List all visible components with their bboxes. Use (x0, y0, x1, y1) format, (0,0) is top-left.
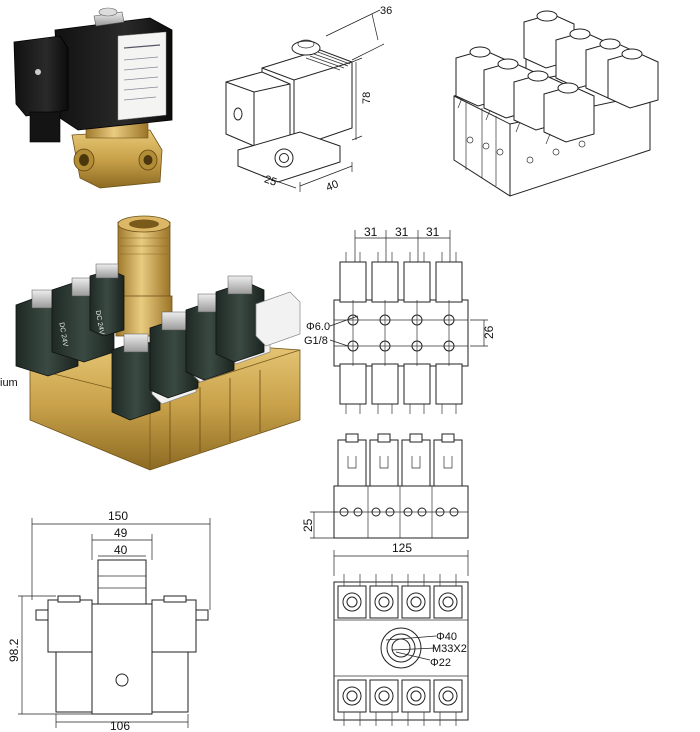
side-width-40: 40 (114, 543, 128, 557)
dim-25: 25 (263, 173, 279, 188)
left-edge-text: ium (0, 377, 18, 389)
pitch-1: 31 (364, 225, 378, 239)
photo-manifold-assembly: DC 24V DC 24V ium (0, 215, 301, 471)
pitch-3: 31 (426, 225, 440, 239)
row-gap: 26 (482, 325, 496, 339)
port-thread: G1/8 (304, 335, 328, 347)
center-thread: M33X2 (432, 643, 467, 655)
side-width-49: 49 (114, 526, 128, 540)
side-view-drawing: 150 49 40 98.2 106 (7, 509, 211, 732)
pitch-2: 31 (395, 225, 409, 239)
iso-single-valve-drawing: 36 78 40 25 (225, 5, 392, 194)
coil-label-1: DC 24V (57, 322, 68, 348)
bottom-view-drawing: 125 Φ40 M33X2 Φ (333, 541, 469, 726)
dim-36: 36 (380, 5, 392, 17)
front-view-drawing: 25 (301, 433, 469, 539)
side-width-106: 106 (110, 719, 130, 732)
coil-label-2: DC 24V (94, 310, 105, 336)
center-bore: Φ22 (430, 657, 451, 669)
photo-single-valve (13, 7, 173, 189)
dim-40: 40 (324, 178, 340, 194)
center-diameter: Φ40 (436, 631, 457, 643)
bottom-width: 125 (392, 541, 412, 555)
dim-78: 78 (361, 92, 373, 104)
port-diameter: Φ6.0 (306, 321, 330, 333)
iso-manifold-drawing (453, 10, 659, 197)
top-view-drawing: 31 31 31 (304, 225, 496, 414)
side-height-98: 98.2 (7, 638, 21, 662)
side-width-150: 150 (108, 509, 128, 523)
front-height: 25 (301, 518, 315, 532)
